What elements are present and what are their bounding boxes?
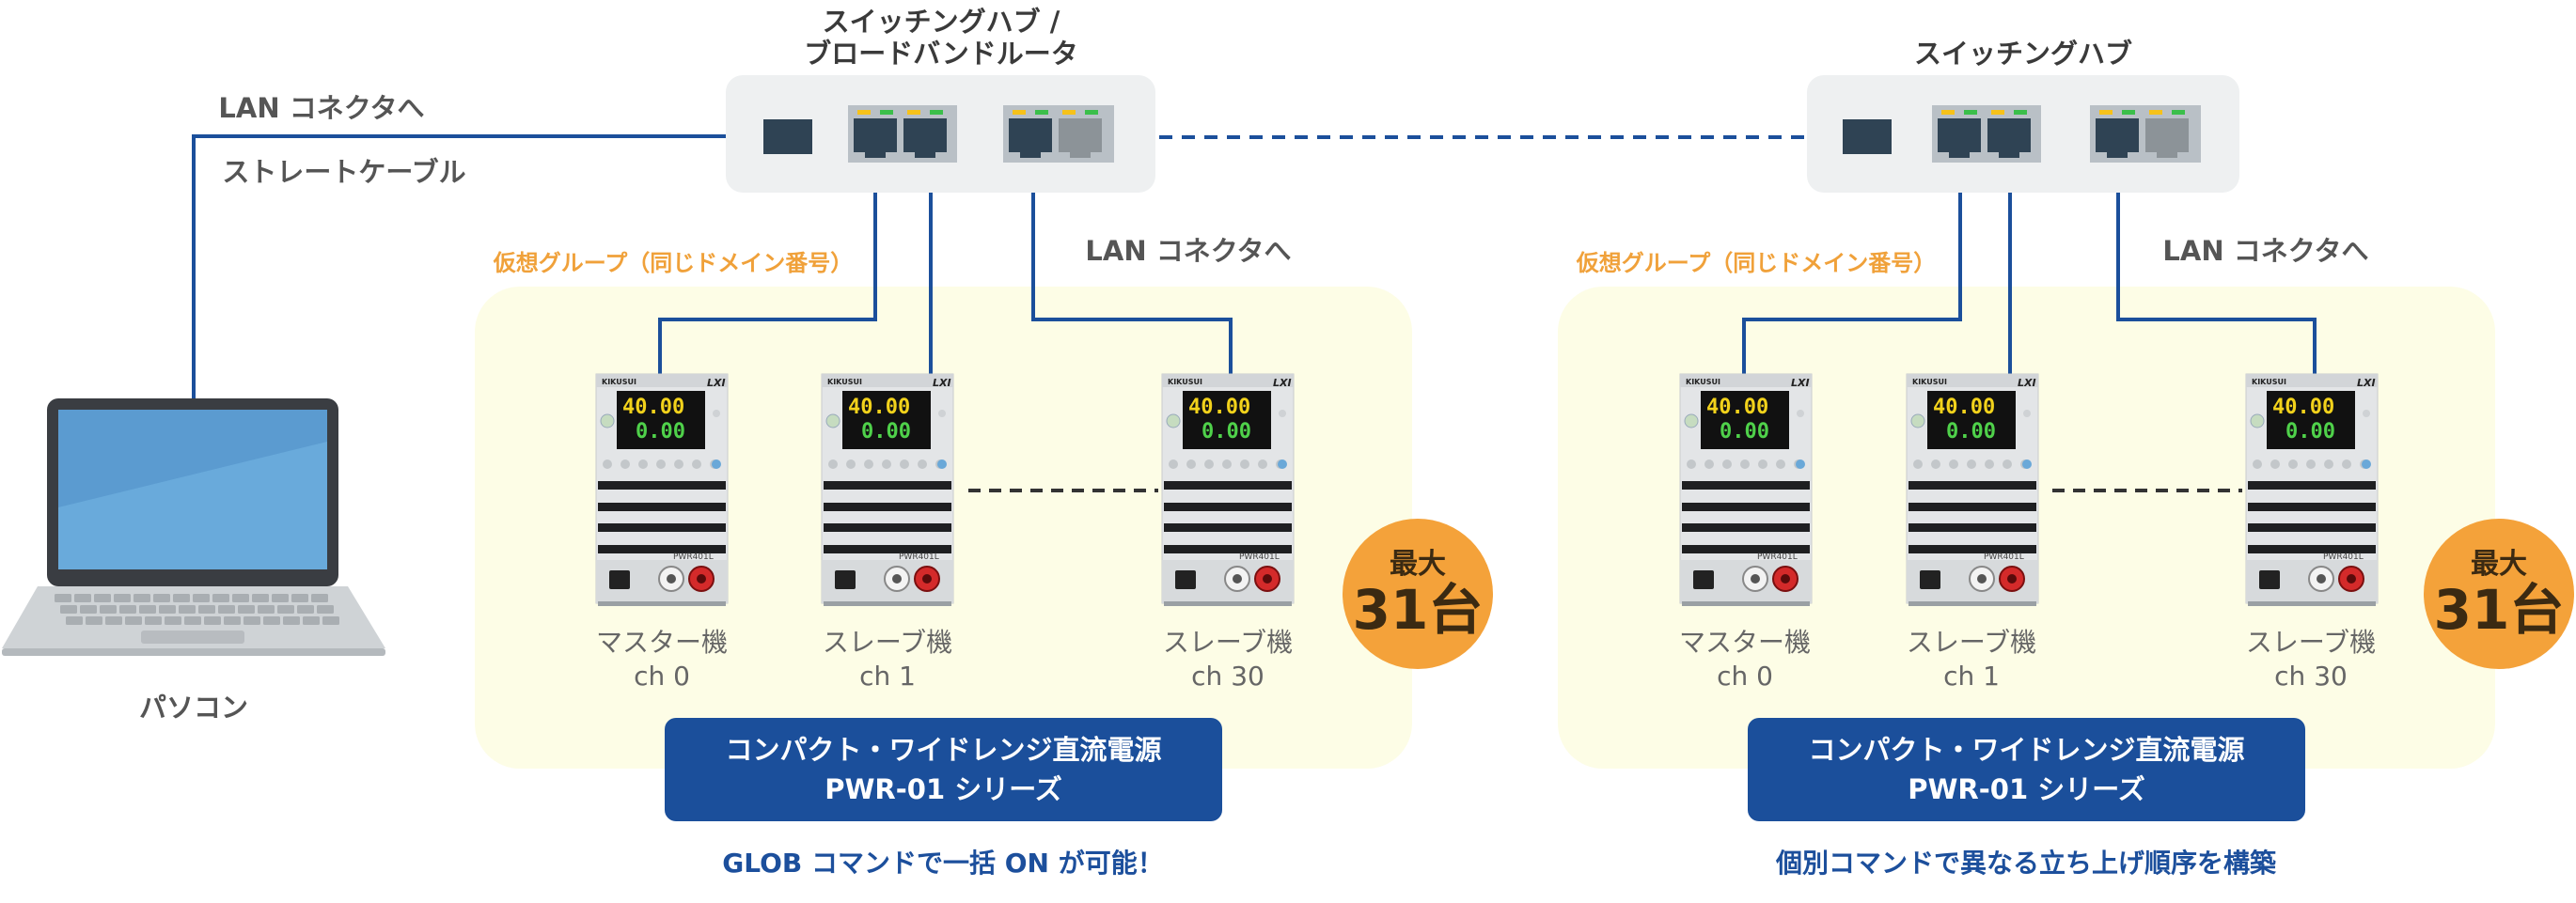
laptop-icon [2,398,385,656]
lan-port-connected [854,118,897,158]
footer-note-left: GLOB コマンドで一括 ON が可能！ [722,848,1164,879]
svg-text:LXI: LXI [2357,377,2376,389]
switching-hub-left [726,75,1155,193]
virtual-group-label-right: 仮想グループ（同じドメイン番号） [1576,250,1937,276]
svg-text:40.00: 40.00 [1706,396,1768,419]
lan-port-empty [2145,118,2189,158]
svg-text:LXI: LXI [933,377,951,389]
lan-port-connected [1009,118,1052,158]
hub-label-right: スイッチングハブ [1913,38,2133,70]
cable-left-ch0 [658,148,877,374]
hub-label-left-line1: スイッチングハブ / [822,6,1060,38]
lan-connector-label-top: LAN コネクタへ [218,92,425,124]
lan-port-empty [1059,118,1102,158]
svg-text:PWR401L: PWR401L [1757,553,1798,562]
svg-text:KIKUSUI: KIKUSUI [1912,378,1947,386]
footer-note-right: 個別コマンドで異なる立ち上げ順序を構築 [1775,848,2277,879]
lan-connector-label-right: LAN コネクタへ [2162,235,2369,267]
straight-cable-label: ストレートケーブル [222,156,466,188]
svg-text:KIKUSUI: KIKUSUI [602,378,636,386]
svg-text:PWR401L: PWR401L [2323,553,2364,562]
svg-text:0.00: 0.00 [636,420,685,444]
lan-connector-label-left: LAN コネクタへ [1085,235,1292,267]
svg-text:40.00: 40.00 [2272,396,2334,419]
svg-text:40.00: 40.00 [1933,396,1995,419]
lan-port-connected [1938,118,1981,158]
svg-text:40.00: 40.00 [622,396,684,419]
svg-text:0.00: 0.00 [1202,420,1251,444]
svg-text:0.00: 0.00 [861,420,911,444]
svg-text:0.00: 0.00 [1720,420,1769,444]
svg-text:LXI: LXI [707,377,726,389]
svg-text:PWR401L: PWR401L [673,553,714,562]
cable-right-ch30 [2116,148,2317,374]
svg-text:40.00: 40.00 [1188,396,1250,419]
svg-text:40.00: 40.00 [848,396,910,419]
svg-text:PWR401L: PWR401L [1984,553,2024,562]
pc-label: パソコン [138,692,249,724]
cable-right-ch0 [1742,148,1962,374]
svg-text:PWR401L: PWR401L [1239,553,1280,562]
svg-text:KIKUSUI: KIKUSUI [2252,378,2286,386]
lan-port-connected [2096,118,2139,158]
svg-text:KIKUSUI: KIKUSUI [1686,378,1720,386]
svg-text:LXI: LXI [2018,377,2036,389]
virtual-group-label-left: 仮想グループ（同じドメイン番号） [493,250,854,276]
svg-text:LXI: LXI [1273,377,1292,389]
svg-text:KIKUSUI: KIKUSUI [1168,378,1202,386]
cable-left-ch30 [1031,148,1233,374]
svg-text:PWR401L: PWR401L [899,553,939,562]
lan-port-connected [1987,118,2031,158]
hub-label-left-line2: ブロードバンドルータ [804,38,1078,70]
switching-hub-right [1807,75,2239,193]
lan-port-connected [903,118,947,158]
pc-cable [192,134,726,399]
svg-text:0.00: 0.00 [2285,420,2335,444]
svg-text:0.00: 0.00 [1946,420,1996,444]
svg-text:KIKUSUI: KIKUSUI [827,378,862,386]
svg-text:LXI: LXI [1791,377,1810,389]
